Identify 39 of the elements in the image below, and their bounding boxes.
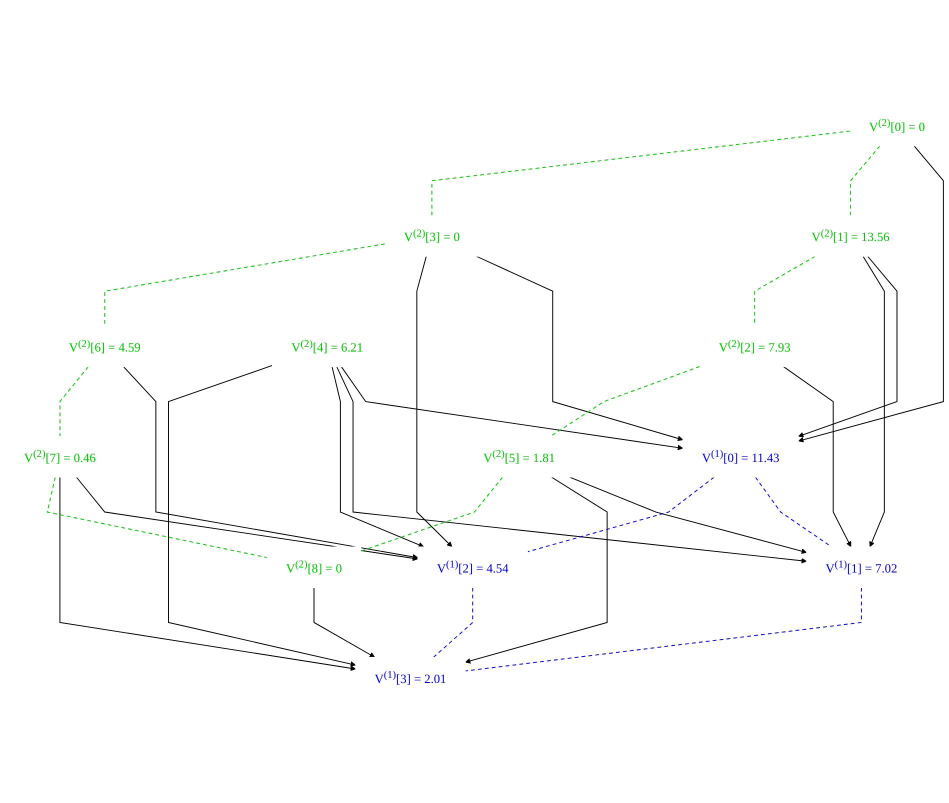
connector [464, 587, 862, 672]
node-text: V$^{(1)}$[1] = 7.02 [826, 558, 898, 576]
arrow [332, 366, 424, 548]
arrow [798, 145, 944, 442]
arrow [476, 256, 684, 441]
connector [754, 476, 832, 548]
node-text: V$^{(2)}$[3] = 0 [404, 226, 460, 244]
arrow [76, 476, 418, 561]
node-text: V$^{(2)}$[2] = 7.93 [718, 337, 791, 355]
arrow [465, 476, 608, 664]
node-text: V$^{(2)}$[7] = 0.46 [24, 448, 96, 466]
arrow [798, 256, 898, 438]
node-text: V$^{(2)}$[5] = 1.81 [483, 448, 555, 466]
arrow [862, 256, 885, 547]
connector [550, 366, 700, 437]
arrow [314, 587, 376, 658]
connector [46, 476, 268, 558]
connector [59, 366, 89, 437]
connector [527, 476, 714, 552]
node-text: V$^{(2)}$[1] = 13.56 [812, 226, 890, 244]
arrow [336, 366, 807, 564]
node-text: V$^{(1)}$[2] = 4.54 [436, 558, 509, 576]
arrow [59, 476, 356, 671]
connector [433, 587, 474, 658]
node-text: V$^{(2)}$[4] = 6.21 [291, 337, 364, 355]
arrow [340, 366, 684, 450]
arrow [569, 476, 807, 554]
connector [104, 243, 386, 326]
arrow [168, 364, 356, 667]
arrow [123, 366, 418, 560]
arrow [416, 256, 452, 547]
arrow [783, 366, 852, 547]
node-text: V$^{(1)}$[3] = 2.01 [374, 668, 446, 686]
node-text: V$^{(2)}$[0] = 0 [869, 116, 925, 134]
node-text: V$^{(1)}$[0] = 11.43 [702, 448, 780, 466]
node-text: V$^{(2)}$[6] = 4.59 [68, 337, 141, 355]
connector [850, 145, 880, 216]
connector [360, 476, 503, 552]
connector [431, 130, 851, 216]
